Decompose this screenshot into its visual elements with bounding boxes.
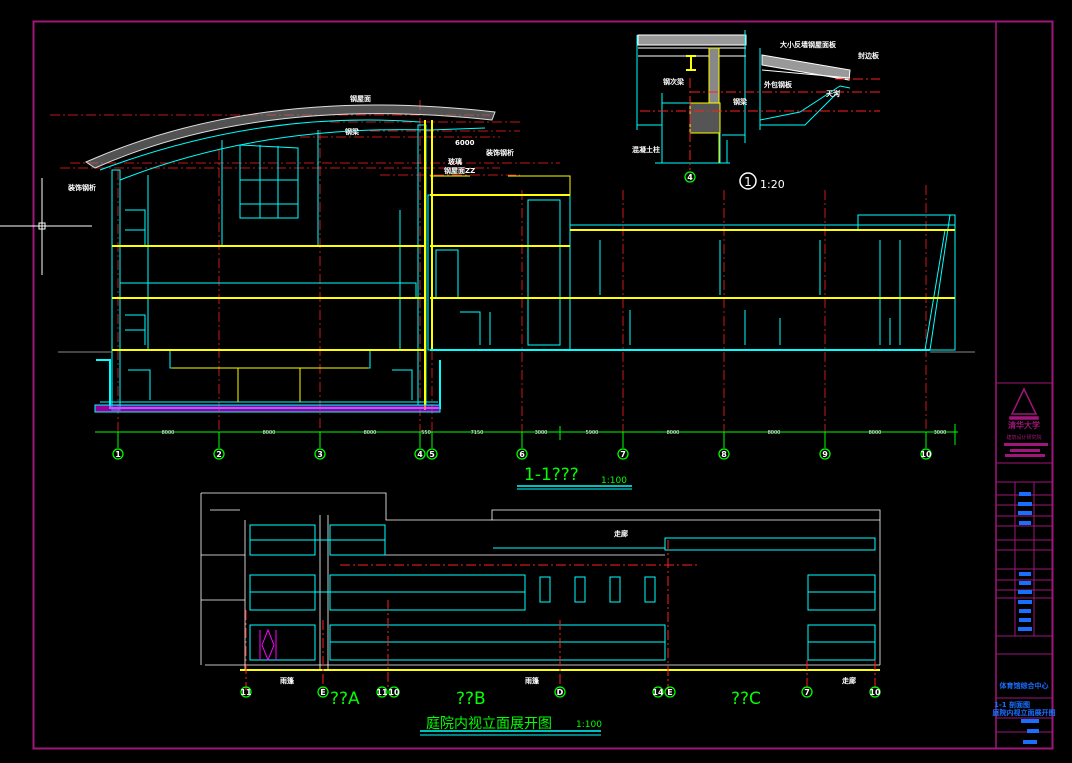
elevation-scale: 1:100 bbox=[576, 720, 602, 730]
project-name: 体育馆综合中心 bbox=[1000, 681, 1049, 690]
school-name: 清华大学 bbox=[1008, 420, 1040, 430]
section-title-underline bbox=[517, 485, 632, 490]
elevation-labels: 雨篷 走廊 雨篷 走廊 11 E 11 10 D 14 E 7 10 ??A ?… bbox=[240, 529, 881, 736]
axis-label: 6 bbox=[519, 450, 525, 459]
label-cladding: 外包钢板 bbox=[764, 80, 793, 89]
detail-scale: 1:20 bbox=[760, 178, 785, 191]
axis-label: D bbox=[557, 688, 564, 697]
dim-text: 3000 bbox=[934, 430, 947, 436]
dim-text: 8000 bbox=[768, 430, 781, 436]
dim-text: 550 bbox=[421, 430, 431, 436]
axis-label: 11 bbox=[376, 688, 388, 697]
axis-label: 3 bbox=[317, 450, 323, 459]
axis-label: 7 bbox=[804, 688, 810, 697]
title-block: 清华大学 建筑设计研究院 体育馆综合中心 1-1 剖面图 庭院内视立面展开图 bbox=[993, 387, 1056, 744]
label: 走廊 bbox=[614, 529, 628, 538]
section-axis-bubbles bbox=[112, 448, 932, 460]
detail-axis: 4 bbox=[687, 173, 693, 182]
label-beam: 钢梁 bbox=[345, 127, 360, 136]
section-scale: 1:100 bbox=[601, 476, 627, 486]
label: 雨篷 bbox=[280, 676, 295, 685]
elevation-title-underline bbox=[420, 730, 601, 736]
axis-label: 7 bbox=[620, 450, 626, 459]
axis-label: 10 bbox=[869, 688, 881, 697]
section-dimensions: 8000 8000 8000 550 7150 3000 5900 8000 8… bbox=[162, 430, 947, 436]
crosshair-cursor bbox=[0, 178, 92, 275]
label-canopy: 玻璃 bbox=[448, 157, 462, 166]
elevation-drawing bbox=[200, 492, 881, 698]
dim-text: 8000 bbox=[667, 430, 680, 436]
label-canopy-2: 钢屋面ZZ bbox=[444, 166, 475, 175]
label-secondary-beam: 钢次梁 bbox=[663, 77, 685, 86]
axis-label: 5 bbox=[429, 450, 435, 459]
dim-text: 8000 bbox=[364, 430, 377, 436]
axis-label: 2 bbox=[216, 450, 222, 459]
label: 走廊 bbox=[842, 676, 856, 685]
label: 雨篷 bbox=[525, 676, 540, 685]
label-gutter: 天沟 bbox=[826, 89, 840, 98]
dim-text: 3000 bbox=[535, 430, 548, 436]
dim-text: 5900 bbox=[586, 430, 599, 436]
drawing-name-2: 庭院内视立面展开图 bbox=[993, 708, 1056, 717]
axis-label: 11 bbox=[240, 688, 252, 697]
axis-label: 8 bbox=[721, 450, 727, 459]
axis-label: 9 bbox=[822, 450, 828, 459]
label-dim-top: 6000 bbox=[455, 139, 475, 147]
label-beam: 钢梁 bbox=[733, 97, 748, 106]
institute-name: 建筑设计研究院 bbox=[1006, 434, 1041, 441]
label-edge-board: 封边板 bbox=[858, 51, 880, 60]
label-left-truss: 装饰钢析 bbox=[67, 183, 96, 192]
section-title: 1-1??? bbox=[524, 465, 579, 485]
dim-text: 8000 bbox=[162, 430, 175, 436]
section-labels: 钢屋面 钢梁 装饰钢析 装饰钢析 6000 玻璃 钢屋面ZZ bbox=[67, 94, 514, 192]
axis-label: E bbox=[320, 688, 325, 697]
axis-label: 14 bbox=[652, 688, 664, 697]
segment-label: ??C bbox=[731, 689, 761, 709]
detail-number: 1 bbox=[744, 175, 752, 189]
detail-drawing bbox=[636, 30, 880, 190]
dim-text: 8000 bbox=[869, 430, 882, 436]
label-roof: 钢屋面 bbox=[350, 94, 371, 103]
label-roof-panel: 大小反墙钢屋面板 bbox=[780, 40, 837, 49]
school-logo bbox=[1004, 387, 1048, 457]
axis-label: 1 bbox=[115, 450, 121, 459]
elevation-title: 庭院内视立面展开图 bbox=[426, 715, 552, 732]
axis-label: 4 bbox=[417, 450, 423, 459]
axis-label: 10 bbox=[920, 450, 932, 459]
segment-label: ??B bbox=[456, 689, 486, 709]
label-right-truss: 装饰钢析 bbox=[485, 148, 514, 157]
detail-labels: 大小反墙钢屋面板 封边板 钢次梁 钢梁 外包钢板 天沟 混凝土柱 4 1 1:2… bbox=[632, 40, 880, 191]
drawing-name-1: 1-1 剖面图 bbox=[994, 700, 1030, 709]
section-drawing bbox=[50, 100, 975, 448]
segment-label: ??A bbox=[330, 689, 360, 709]
title-block-fields bbox=[1018, 492, 1039, 744]
axis-label: E bbox=[667, 688, 672, 697]
dim-text: 7150 bbox=[471, 430, 484, 436]
dim-text: 8000 bbox=[263, 430, 276, 436]
axis-label: 10 bbox=[388, 688, 400, 697]
label-column: 混凝土柱 bbox=[632, 145, 660, 154]
